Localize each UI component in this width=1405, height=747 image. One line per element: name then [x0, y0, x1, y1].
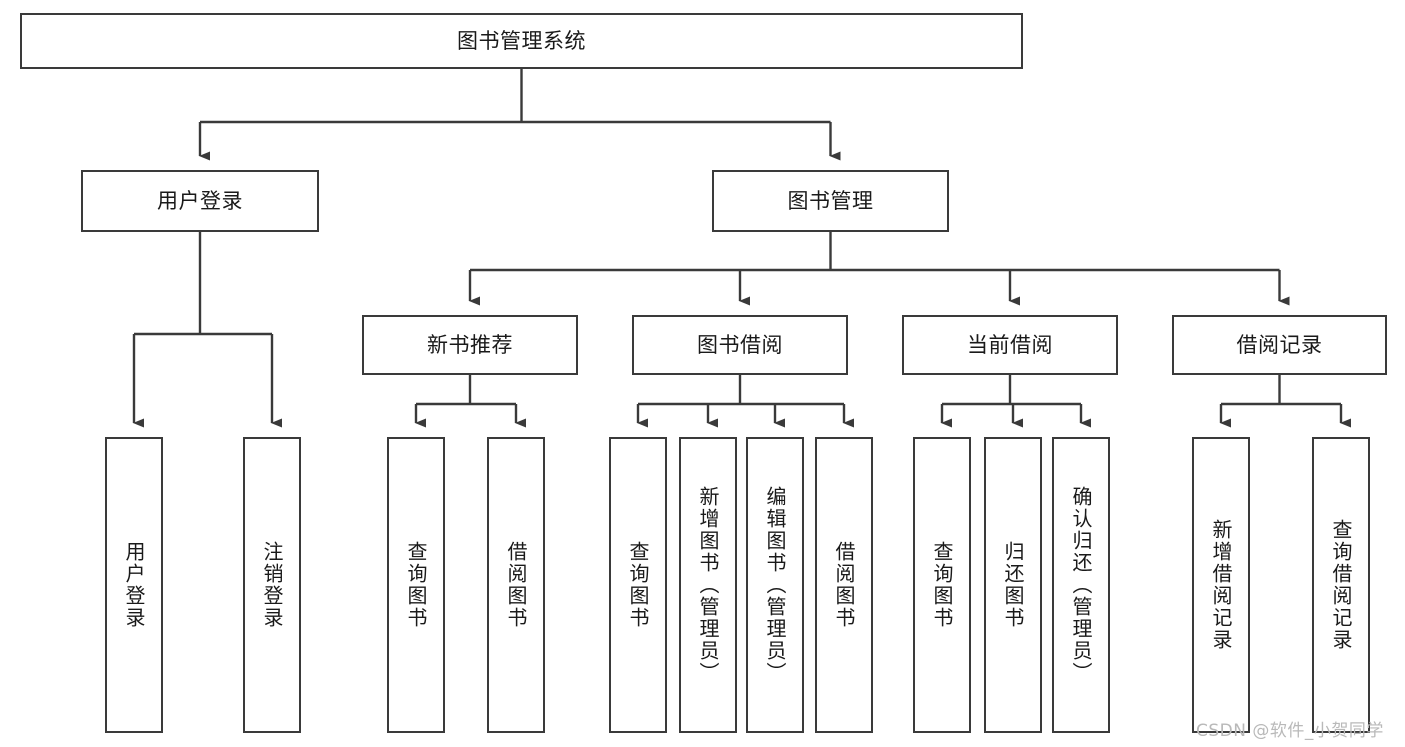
node-leaf-return-book[interactable]: 归还图书 — [984, 437, 1042, 733]
node-label-new-book-recommend: 新书推荐 — [427, 332, 513, 357]
node-leaf-edit-book[interactable]: 编辑图书（管理员） — [746, 437, 804, 733]
node-leaf-query-record[interactable]: 查询借阅记录 — [1312, 437, 1370, 733]
node-label-leaf-query-book-3: 查询图书 — [930, 541, 954, 629]
node-root[interactable]: 图书管理系统 — [20, 13, 1023, 69]
node-leaf-user-login[interactable]: 用户登录 — [105, 437, 163, 733]
node-label-root: 图书管理系统 — [457, 28, 586, 53]
node-label-leaf-return-book: 归还图书 — [1001, 541, 1025, 629]
node-label-current-borrow: 当前借阅 — [967, 332, 1053, 357]
node-label-user-login: 用户登录 — [157, 188, 243, 213]
node-leaf-borrow-book-1[interactable]: 借阅图书 — [487, 437, 545, 733]
node-label-book-borrow: 图书借阅 — [697, 332, 783, 357]
node-label-book-manage: 图书管理 — [787, 188, 874, 213]
node-label-leaf-user-login: 用户登录 — [122, 541, 146, 629]
node-label-leaf-add-record: 新增借阅记录 — [1209, 519, 1233, 651]
node-label-leaf-query-book-2: 查询图书 — [626, 541, 650, 629]
node-label-leaf-query-book-1: 查询图书 — [404, 541, 428, 629]
node-label-leaf-borrow-book-1: 借阅图书 — [504, 541, 528, 629]
node-label-borrow-record: 借阅记录 — [1236, 332, 1323, 357]
node-leaf-borrow-book-2[interactable]: 借阅图书 — [815, 437, 873, 733]
node-book-manage[interactable]: 图书管理 — [712, 170, 949, 232]
node-user-login[interactable]: 用户登录 — [81, 170, 319, 232]
node-label-leaf-edit-book: 编辑图书（管理员） — [763, 486, 787, 684]
node-leaf-query-book-2[interactable]: 查询图书 — [609, 437, 667, 733]
node-leaf-query-book-1[interactable]: 查询图书 — [387, 437, 445, 733]
node-current-borrow[interactable]: 当前借阅 — [902, 315, 1118, 375]
node-new-book-recommend[interactable]: 新书推荐 — [362, 315, 578, 375]
node-leaf-query-book-3[interactable]: 查询图书 — [913, 437, 971, 733]
node-label-leaf-confirm-return: 确认归还（管理员） — [1069, 486, 1093, 684]
node-label-leaf-borrow-book-2: 借阅图书 — [832, 541, 856, 629]
node-label-leaf-query-record: 查询借阅记录 — [1329, 519, 1353, 651]
node-leaf-confirm-return[interactable]: 确认归还（管理员） — [1052, 437, 1110, 733]
node-borrow-record[interactable]: 借阅记录 — [1172, 315, 1387, 375]
node-book-borrow[interactable]: 图书借阅 — [632, 315, 848, 375]
csdn-watermark: CSDN @软件_小贺同学 — [1196, 721, 1384, 741]
node-label-leaf-add-book: 新增图书（管理员） — [696, 486, 720, 684]
node-label-leaf-logout: 注销登录 — [260, 541, 284, 629]
node-leaf-add-book[interactable]: 新增图书（管理员） — [679, 437, 737, 733]
node-leaf-add-record[interactable]: 新增借阅记录 — [1192, 437, 1250, 733]
node-leaf-logout[interactable]: 注销登录 — [243, 437, 301, 733]
